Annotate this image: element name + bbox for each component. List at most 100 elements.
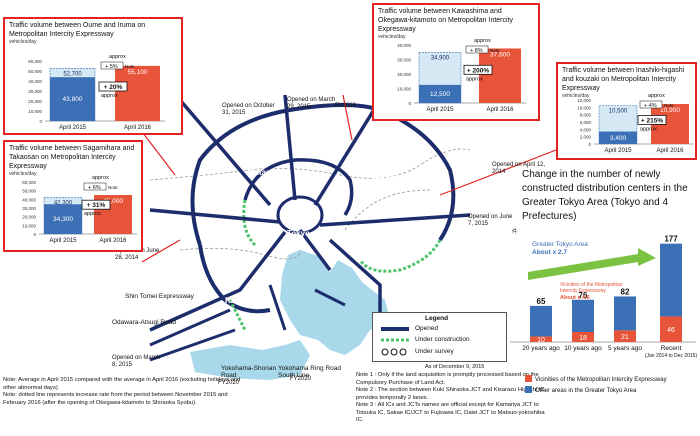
vicinity-swatch: [525, 375, 532, 382]
y-tick-label: 30,000: [22, 206, 36, 211]
road-chuo: [149, 208, 281, 224]
y-tick-label: 4,000: [580, 127, 592, 132]
annotation-approx-2: approx: [466, 76, 483, 82]
bar-value: 34,300: [53, 216, 73, 223]
bar-value: 3,400: [610, 135, 627, 142]
y-tick-label: 30,000: [28, 89, 42, 94]
note-dotted: Note: dotted line represents increase ra…: [3, 392, 228, 406]
opened-oct-2015: Opened on October 31, 2015: [222, 103, 275, 116]
annotation-approx: approx: [648, 93, 665, 99]
notes-left: Note: Average in April 2015 compared wit…: [3, 377, 248, 407]
bar-category: April 2016: [99, 238, 127, 244]
bar-category: April 2015: [604, 148, 632, 154]
legend-swatches: [381, 327, 409, 356]
bar-category: April 2015: [59, 125, 87, 131]
opened-apr-2014: Opened on April 12, 2014: [492, 162, 546, 175]
bar-other: [614, 296, 636, 331]
bar-vicinity: [660, 316, 682, 342]
y-tick-label: 20,000: [28, 99, 42, 104]
y-tick-label: 60,000: [22, 180, 36, 185]
y-tick-label: 40,000: [397, 43, 411, 48]
annotation-box: [100, 61, 124, 70]
annotation-approx: approx: [109, 54, 126, 60]
bar-category: April 2016: [656, 148, 684, 154]
annotation-pct-small: + 5%: [105, 64, 118, 70]
bar-category: April 2015: [426, 107, 454, 113]
road-c2: [276, 195, 324, 235]
annotation-pct-small: + 8%: [470, 48, 483, 54]
y-tick-label: 12,000: [577, 98, 591, 103]
bar-extra-label: 10,500: [609, 109, 628, 115]
y-tick-label: 10,000: [28, 109, 42, 114]
bar-category: April 2016: [124, 125, 152, 131]
road-gaikan-under: [242, 199, 257, 247]
pref-tokyo: Tokyo: [287, 229, 310, 238]
fy2020-label: FY2020: [218, 380, 240, 386]
annotation-pct-main: + 31%: [87, 202, 106, 209]
y-tick-label: 20,000: [22, 215, 36, 220]
callout-chart: 60,00050,00040,00030,00020,00010,000052,…: [28, 54, 165, 131]
callout-title: Traffic volume between Sagamihara and Ta…: [9, 145, 135, 170]
annotation-pct-main: + 215%: [641, 117, 663, 124]
annotation-approx-2: approx: [640, 126, 657, 132]
annotation-pct-main: + 200%: [467, 67, 489, 74]
road-kenodo: [190, 103, 456, 246]
y-tick-label: 20,000: [397, 72, 411, 77]
road-tomei: [149, 230, 287, 332]
annotation-box: [465, 45, 489, 54]
callout-unit: vehicles/day: [9, 171, 37, 177]
road-wangan: [298, 228, 332, 272]
y-tick-label: 10,000: [22, 223, 36, 228]
road-kanetsu: [178, 98, 272, 207]
label-yokohama-shonan: Yokohama-Shonan Road: [221, 365, 277, 379]
value-total: 82: [621, 287, 630, 296]
callout-title: Traffic volume between Oume and Iruma on…: [9, 22, 146, 38]
fy2016-label: FY2016: [335, 103, 357, 109]
bar-extra-label: 42,300: [54, 200, 73, 206]
y-tick-label: 60,000: [28, 59, 42, 64]
pref-ibaraki: Ibaraki: [371, 172, 397, 181]
road-gaikan: [243, 158, 354, 216]
pref-saitama: Saitama: [247, 168, 278, 177]
value-total: 76: [579, 291, 588, 300]
annotation-approx-2: approx: [101, 93, 118, 99]
annotation-box-main: [98, 81, 128, 92]
y-tick-label: 0: [33, 232, 36, 237]
y-tick-label: 40,000: [22, 197, 36, 202]
label-odawara: Odawara-Atsugi Road: [112, 319, 176, 326]
y-tick-label: 10,000: [397, 87, 411, 92]
notes-mid: Note 1 : Only if the land acquisition is…: [356, 372, 546, 425]
y-tick-label: 50,000: [28, 69, 42, 74]
bar-vicinity: [614, 330, 636, 342]
growth-arrow-green: [528, 248, 656, 280]
annotation-note: Note: [108, 185, 118, 190]
road-kenodo-under: [358, 239, 442, 273]
note-2: Note 2 : The section between Kuki Shirao…: [356, 387, 545, 401]
as-of-date: As of December 9, 2015: [425, 364, 485, 370]
bar-extra-label: 52,700: [63, 71, 82, 77]
annotation-approx: approx: [474, 38, 491, 44]
opened-mar-2015: Opened on March 29, 2015: [287, 97, 336, 110]
road-under-survey: [228, 299, 247, 331]
y-tick-label: 8,000: [580, 113, 592, 118]
y-tick-label: 0: [588, 142, 591, 147]
dc-legend: Vicinities of the Metropolitan Intercity…: [525, 375, 667, 397]
y-tick-label: 0: [408, 101, 411, 106]
legend-under-construction: Under construction: [415, 336, 470, 343]
road-shintomei: [149, 308, 231, 347]
fy2020-label-b: FY2020: [290, 376, 312, 382]
dc-legend-other-label: Other areas in the Greater Tokyo Area: [535, 388, 637, 394]
dc-legend-vicinity-label: Vicinities of the Metropolitan Intercity…: [535, 377, 667, 383]
category-label: 10 years ago: [564, 345, 602, 352]
bar: [115, 65, 160, 121]
annotation-pct-small: + 6%: [88, 185, 101, 191]
annotation-box: [83, 182, 107, 191]
y-tick-label: 10,000: [577, 105, 591, 110]
value-vicinity: 18: [579, 335, 587, 342]
category-label: 5 years ago: [608, 345, 642, 352]
road-yokoyoko: [268, 284, 287, 331]
callout-unit: vehicles/day: [9, 39, 37, 45]
y-tick-label: 2,000: [580, 135, 592, 140]
pref-border: [179, 247, 301, 260]
